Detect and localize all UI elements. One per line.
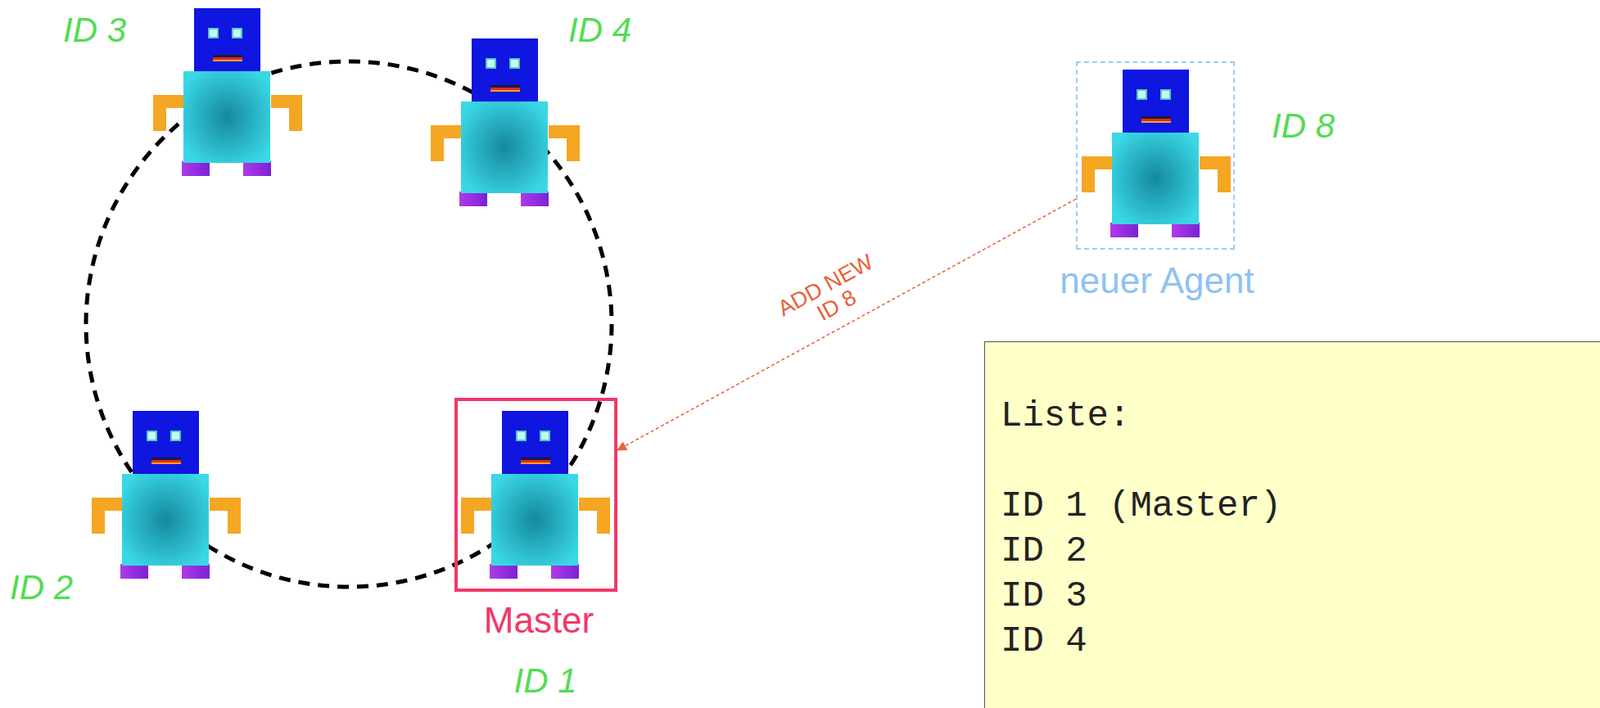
agent-id: ID 2 [9, 568, 73, 608]
robot-agent: ID 2 [91, 411, 241, 579]
new-agent-caption: neuer Agent [1059, 260, 1254, 303]
new-agent-box: ID 8neuer Agent [1075, 61, 1235, 250]
robot-figure [91, 411, 241, 579]
list-entry: ID 3 [1000, 574, 1088, 620]
agent-id: ID 3 [63, 10, 127, 50]
master-caption: Master [483, 600, 594, 642]
edge-label: ADD NEW ID 8 [766, 245, 896, 347]
robot-figure [461, 411, 611, 579]
robot-figure [430, 38, 580, 207]
list-heading: Liste: [1000, 393, 1130, 439]
list-panel: Liste: ID 1 (Master)ID 2ID 3ID 4 [984, 341, 1600, 708]
agent-id: ID 8 [1271, 106, 1335, 146]
robot-agent: ID 4 [430, 38, 580, 207]
list-entry: ID 4 [1000, 619, 1088, 665]
list-entry: ID 1 (Master) [1000, 483, 1282, 529]
robot-figure [153, 8, 303, 177]
list-entry: ID 2 [1000, 528, 1088, 575]
master-box: MasterID 1 [454, 397, 618, 593]
robot-agent: ID 3 [153, 8, 303, 177]
agent-id: ID 4 [568, 10, 632, 50]
robot-figure [1081, 69, 1231, 238]
agent-id: ID 1 [513, 661, 577, 701]
